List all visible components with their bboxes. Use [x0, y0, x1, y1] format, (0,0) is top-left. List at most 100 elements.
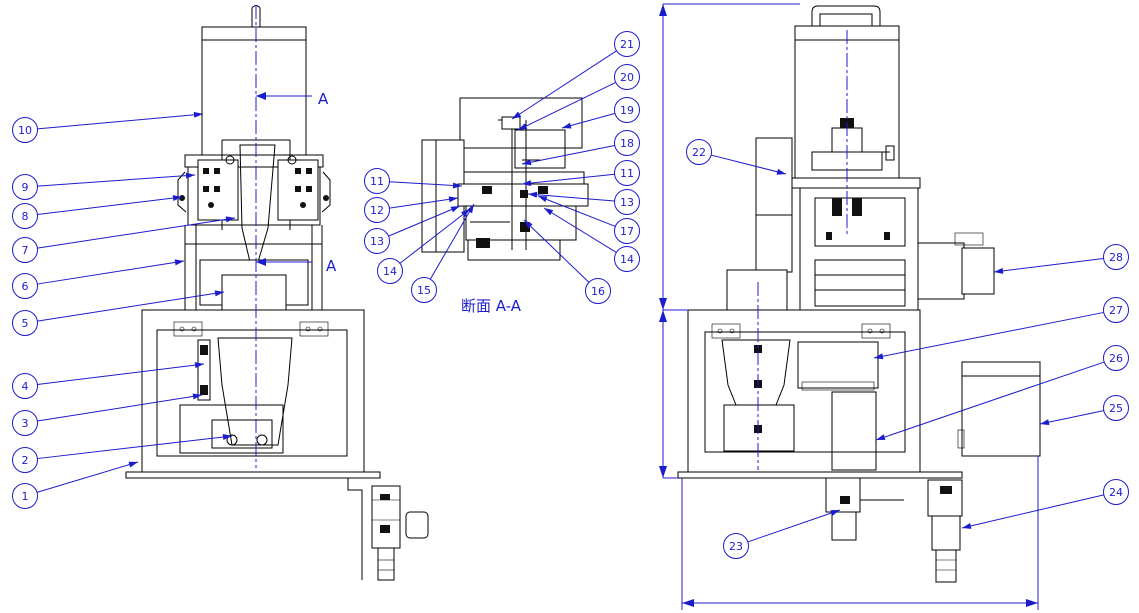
balloon-b2: 2: [12, 447, 38, 473]
leader-arrow-b3: [192, 393, 202, 400]
leader-b4: [37, 363, 205, 385]
leader-b25: [1039, 410, 1104, 425]
leader-arrow-b11b: [522, 180, 532, 187]
leader-b23: [747, 509, 841, 543]
leader-arrow-b23: [830, 510, 840, 516]
balloon-label: 19: [620, 104, 634, 117]
balloon-b14b: 14: [614, 246, 640, 272]
balloon-circle: [12, 203, 38, 229]
balloon-circle: [723, 533, 749, 559]
balloon-circle: [12, 410, 38, 436]
balloon-circle: [1103, 395, 1129, 421]
leader-arrow-b10: [193, 111, 203, 118]
balloon-b3: 3: [12, 410, 38, 436]
leader-arrow-b24: [962, 523, 972, 529]
balloon-b5: 5: [12, 310, 38, 336]
balloon-circle: [614, 97, 640, 123]
leader-b13b: [527, 193, 615, 202]
leader-b3: [37, 394, 203, 422]
leader-b11b: [521, 173, 615, 185]
balloon-label: 28: [1109, 251, 1123, 264]
balloon-b4: 4: [12, 373, 38, 399]
leader-b15: [429, 203, 475, 280]
balloon-circle: [12, 237, 38, 263]
balloon-circle: [12, 483, 38, 509]
balloon-circle: [1103, 479, 1129, 505]
balloon-b13a: 13: [364, 228, 390, 254]
balloon-label: 8: [22, 210, 29, 223]
leader-b22: [710, 154, 787, 175]
leader-arrow-b14b: [544, 208, 554, 216]
balloon-circle: [614, 218, 640, 244]
leader-arrow-b13a: [450, 206, 460, 213]
front-view: A A: [125, 5, 429, 581]
leader-b17: [537, 195, 616, 227]
leader-arrow-b19: [562, 122, 572, 129]
balloon-b7: 7: [12, 237, 38, 263]
leader-arrow-b27: [874, 353, 884, 360]
balloon-circle: [614, 130, 640, 156]
leader-arrow-b18: [522, 159, 532, 166]
leader-arrow-b9: [185, 172, 195, 179]
balloon-circle: [377, 258, 403, 284]
balloon-label: 21: [620, 38, 634, 51]
balloon-circle: [364, 228, 390, 254]
balloon-circle: [614, 246, 640, 272]
balloon-label: 22: [692, 146, 706, 159]
section-view-a-a: 断面 A-A: [421, 97, 589, 315]
balloon-circle: [12, 273, 38, 299]
leader-b19: [561, 112, 616, 129]
balloon-circle: [12, 117, 38, 143]
balloon-b23: 23: [723, 533, 749, 559]
balloon-label: 11: [370, 175, 384, 188]
balloon-label: 10: [18, 124, 32, 137]
balloon-label: 15: [417, 284, 431, 297]
balloon-b1: 1: [12, 483, 38, 509]
leader-b18: [521, 144, 615, 165]
balloon-b26: 26: [1103, 345, 1129, 371]
balloon-b13b: 13: [614, 189, 640, 215]
leader-arrow-b8: [172, 195, 182, 202]
leader-arrow-b15: [466, 204, 474, 214]
balloon-b8: 8: [12, 203, 38, 229]
balloon-b12: 12: [364, 197, 390, 223]
section-title: 断面 A-A: [461, 297, 522, 315]
leader-b13a: [388, 205, 461, 237]
balloon-label: 14: [383, 265, 397, 278]
balloon-b6: 6: [12, 273, 38, 299]
leader-arrow-b26: [876, 434, 886, 440]
balloon-b15: 15: [411, 277, 437, 303]
leader-b27: [873, 311, 1104, 359]
balloon-label: 13: [370, 235, 384, 248]
leader-b14b: [543, 207, 617, 253]
balloon-circle: [12, 447, 38, 473]
balloon-b18: 18: [614, 130, 640, 156]
leader-b10: [37, 113, 204, 130]
balloon-label: 2: [22, 454, 29, 467]
balloon-label: 14: [620, 253, 634, 266]
balloon-circle: [411, 277, 437, 303]
balloon-label: 27: [1109, 304, 1123, 317]
balloon-b11b: 11: [614, 160, 640, 186]
balloon-b27: 27: [1103, 297, 1129, 323]
balloon-label: 1: [22, 490, 29, 503]
section-marker-bottom: A: [326, 257, 337, 275]
balloon-b16: 16: [585, 278, 611, 304]
balloon-circle: [1103, 345, 1129, 371]
leader-b16: [523, 219, 590, 283]
balloon-circle: [614, 31, 640, 57]
leader-arrow-b16: [524, 220, 533, 229]
balloon-label: 6: [22, 280, 29, 293]
leader-arrow-b28: [994, 267, 1004, 274]
leader-b8: [37, 196, 183, 215]
leader-lines: [36, 50, 1105, 543]
balloon-label: 23: [729, 540, 743, 553]
leader-arrow-b21: [512, 111, 522, 119]
balloon-circle: [1103, 297, 1129, 323]
leader-b21: [511, 50, 617, 120]
balloon-b22: 22: [686, 139, 712, 165]
balloon-circle: [614, 64, 640, 90]
balloon-b14a: 14: [377, 258, 403, 284]
leader-arrow-b4: [194, 362, 204, 369]
balloon-label: 24: [1109, 486, 1123, 499]
